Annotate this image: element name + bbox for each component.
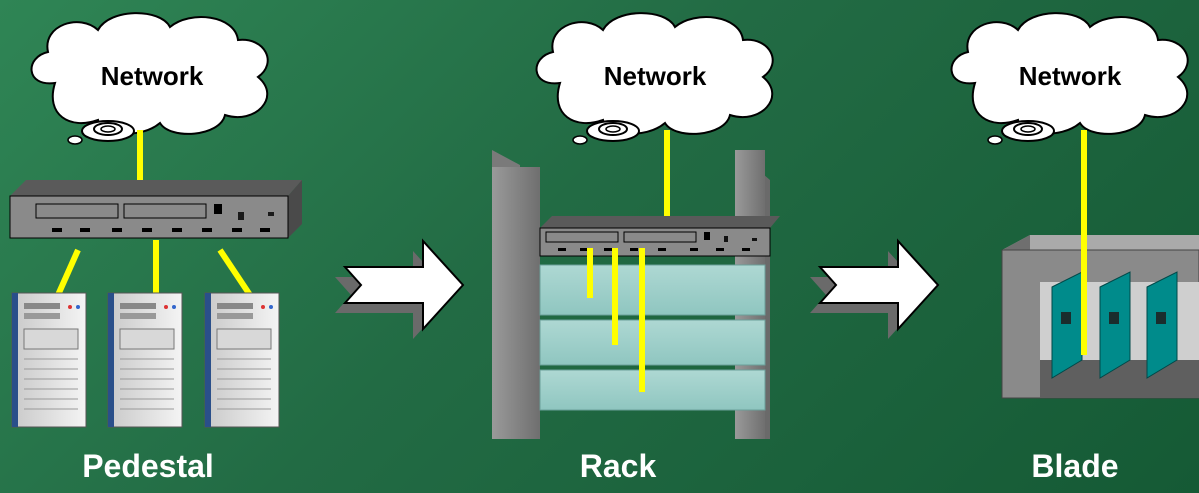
- blade-chassis-icon: [1001, 235, 1199, 399]
- switch-icon: [9, 180, 302, 239]
- tower-server-icon: [204, 292, 280, 428]
- network-cloud-1: Network: [30, 12, 269, 146]
- switch-icon: [539, 216, 780, 257]
- tower-server-icon: [107, 292, 183, 428]
- cloud-label-2: Network: [604, 61, 707, 91]
- tower-server-icon: [11, 292, 87, 428]
- blade-group: Network: [950, 12, 1199, 399]
- caption-pedestal: Pedestal: [82, 448, 214, 484]
- cloud-label-3: Network: [1019, 61, 1122, 91]
- caption-blade: Blade: [1031, 448, 1119, 484]
- rack-icon: [492, 150, 770, 439]
- arrow-right-icon: [334, 240, 464, 340]
- cloud-label-1: Network: [101, 61, 204, 91]
- caption-rack: Rack: [579, 448, 657, 484]
- pedestal-group: Network: [9, 12, 302, 428]
- server-link-3: [217, 248, 253, 297]
- server-link-1: [55, 248, 81, 297]
- rack-group: Network: [492, 12, 780, 439]
- network-cloud-2: Network: [535, 12, 774, 146]
- network-cloud-3: Network: [950, 12, 1189, 146]
- arrow-right-icon: [809, 240, 939, 340]
